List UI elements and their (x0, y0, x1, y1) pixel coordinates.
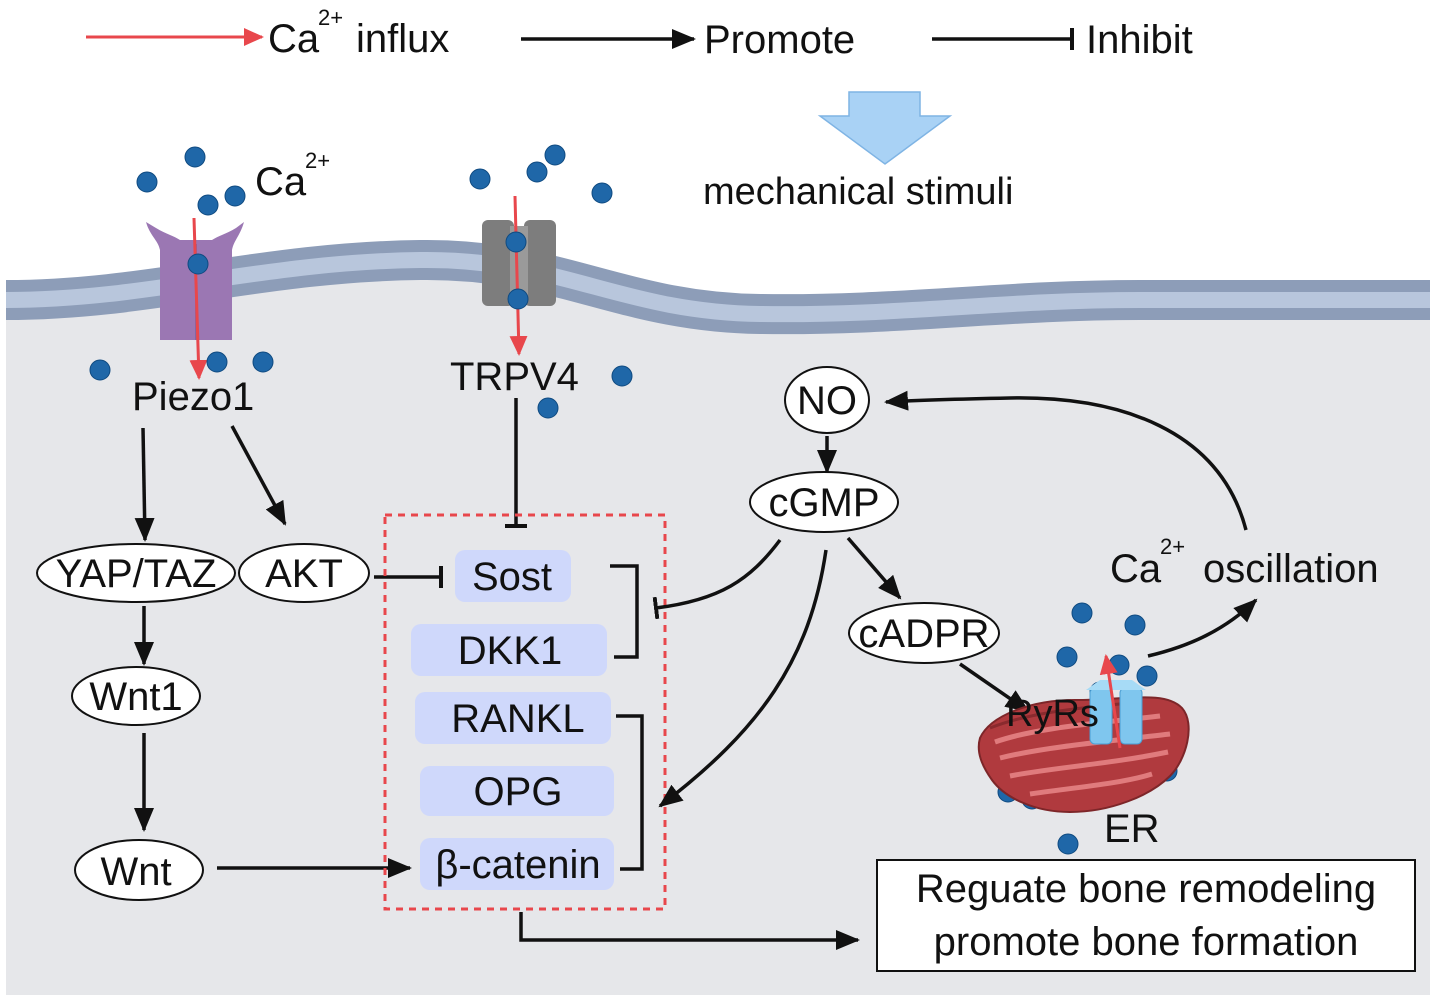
legend-influx-label: Ca (268, 17, 320, 61)
ryr-channel (1086, 654, 1146, 749)
wnt-node (74, 839, 204, 901)
ca-ion (526, 161, 548, 183)
piezo1-label: Piezo1 (132, 375, 254, 419)
er-cisterna (1009, 749, 1169, 779)
trpv4-influx-arrow (509, 195, 528, 356)
rankl-box (415, 692, 611, 744)
dkk1-box (411, 624, 607, 676)
oscillation-prefix: Ca (1110, 547, 1162, 591)
piezo1-ion-sup: 2+ (305, 148, 330, 173)
ca-ion (591, 182, 613, 204)
wnt1-node (71, 666, 201, 726)
ca-ion (1108, 654, 1130, 676)
arrow-piezo1-yap (134, 427, 155, 542)
bracket-rankl-betacatenin (616, 714, 644, 871)
right-pathway: NO cGMP cADPR RyRs ER Ca 2 (652, 366, 1379, 851)
ca-ion (224, 185, 246, 207)
dkk1-label: DKK1 (458, 629, 563, 673)
trpv4-label: TRPV4 (450, 355, 579, 399)
ca-ion (187, 253, 209, 275)
piezo1-ion-label: Ca (255, 160, 307, 204)
er-cisterna (1029, 771, 1153, 797)
no-label: NO (797, 379, 857, 423)
oscillation-sup: 2+ (1160, 534, 1185, 559)
arrow-er-oscillation (1147, 598, 1258, 658)
rankl-label: RANKL (451, 697, 584, 741)
ca-ion (184, 146, 206, 168)
oscillation-suffix: oscillation (1203, 547, 1379, 591)
arrow-piezo1-akt (230, 425, 287, 526)
trpv4-channel-icon-left (482, 220, 514, 306)
outcome-line1: Reguate bone remodeling (916, 867, 1376, 911)
wnt1-label: Wnt1 (89, 675, 182, 719)
ca-ion (1136, 665, 1158, 687)
ryrs-label: RyRs (1006, 693, 1099, 735)
sost-label: Sost (472, 555, 552, 599)
inhibit-cgmp-sost-dkk1 (652, 538, 782, 620)
opg-label: OPG (474, 770, 563, 814)
no-node (784, 366, 870, 434)
yap-taz-label: YAP/TAZ (56, 552, 217, 596)
arrow-oscillation-no (884, 390, 1248, 531)
left-pathway: YAP/TAZ AKT Wnt1 Wnt (36, 398, 527, 901)
ca-ion (89, 359, 111, 381)
stimulus-label: mechanical stimuli (703, 171, 1013, 213)
ca-ion (611, 365, 633, 387)
ca-ion (1071, 602, 1093, 624)
legend-promote-label: Promote (704, 18, 855, 62)
ca-ion (252, 351, 274, 373)
akt-node (238, 543, 370, 603)
target-box (383, 513, 667, 911)
outcome-line2: promote bone formation (934, 920, 1359, 964)
sost-box (455, 550, 571, 602)
ryr-efflux-arrow (1099, 654, 1122, 749)
er-label: ER (1104, 807, 1160, 851)
ca-ion (537, 397, 559, 419)
cgmp-node (749, 471, 899, 533)
legend-influx-sup: 2+ (318, 5, 343, 30)
legend-inhibit-label: Inhibit (1086, 18, 1193, 62)
wnt-label: Wnt (100, 850, 171, 894)
ca-ion (1057, 833, 1079, 855)
outcome: Reguate bone remodeling promote bone for… (519, 859, 1416, 972)
outcome-box (876, 859, 1416, 972)
ryr-cap (1086, 680, 1146, 690)
piezo1-channel: Ca 2+ Piezo1 (132, 148, 330, 419)
ca-ion (469, 168, 491, 190)
er-cisterna (999, 731, 1171, 761)
arrow-cadpr-ryrs (959, 662, 1030, 713)
ca-ion (507, 288, 529, 310)
cadpr-node (848, 602, 1000, 664)
ryr-channel-icon-right (1119, 687, 1143, 745)
yap-taz-node (36, 543, 236, 603)
legend-influx-suffix: influx (356, 17, 449, 61)
piezo1-influx-arrow (189, 217, 208, 380)
beta-catenin-label: β-catenin (435, 843, 600, 887)
ca-ion (544, 144, 566, 166)
ca-ion (197, 194, 219, 216)
ca-ion (136, 171, 158, 193)
akt-label: AKT (265, 552, 343, 596)
legend: Ca 2+ influx Promote Inhibit (86, 5, 1193, 62)
bracket-sost-dkk1 (610, 564, 639, 659)
ca-ion (505, 231, 527, 253)
ca-ion (1124, 614, 1146, 636)
membrane-inner (5, 251, 1430, 323)
mechanical-stimulus: mechanical stimuli (703, 91, 1013, 213)
beta-catenin-box (420, 838, 614, 890)
target-genes: Sost DKK1 RANKL OPG β-catenin (383, 513, 667, 911)
ca-ion (206, 351, 228, 373)
ca-ion (1056, 646, 1078, 668)
stimulus-arrow-icon (817, 91, 953, 165)
cadpr-label: cADPR (858, 612, 989, 656)
cgmp-label: cGMP (768, 481, 879, 525)
arrow-targets-outcome (519, 912, 860, 950)
arrow-cgmp-cadpr (846, 536, 902, 600)
arrow-cgmp-rankl-betacatenin (658, 549, 828, 808)
opg-box (420, 766, 614, 816)
trpv4-channel-icon-right (524, 220, 556, 306)
